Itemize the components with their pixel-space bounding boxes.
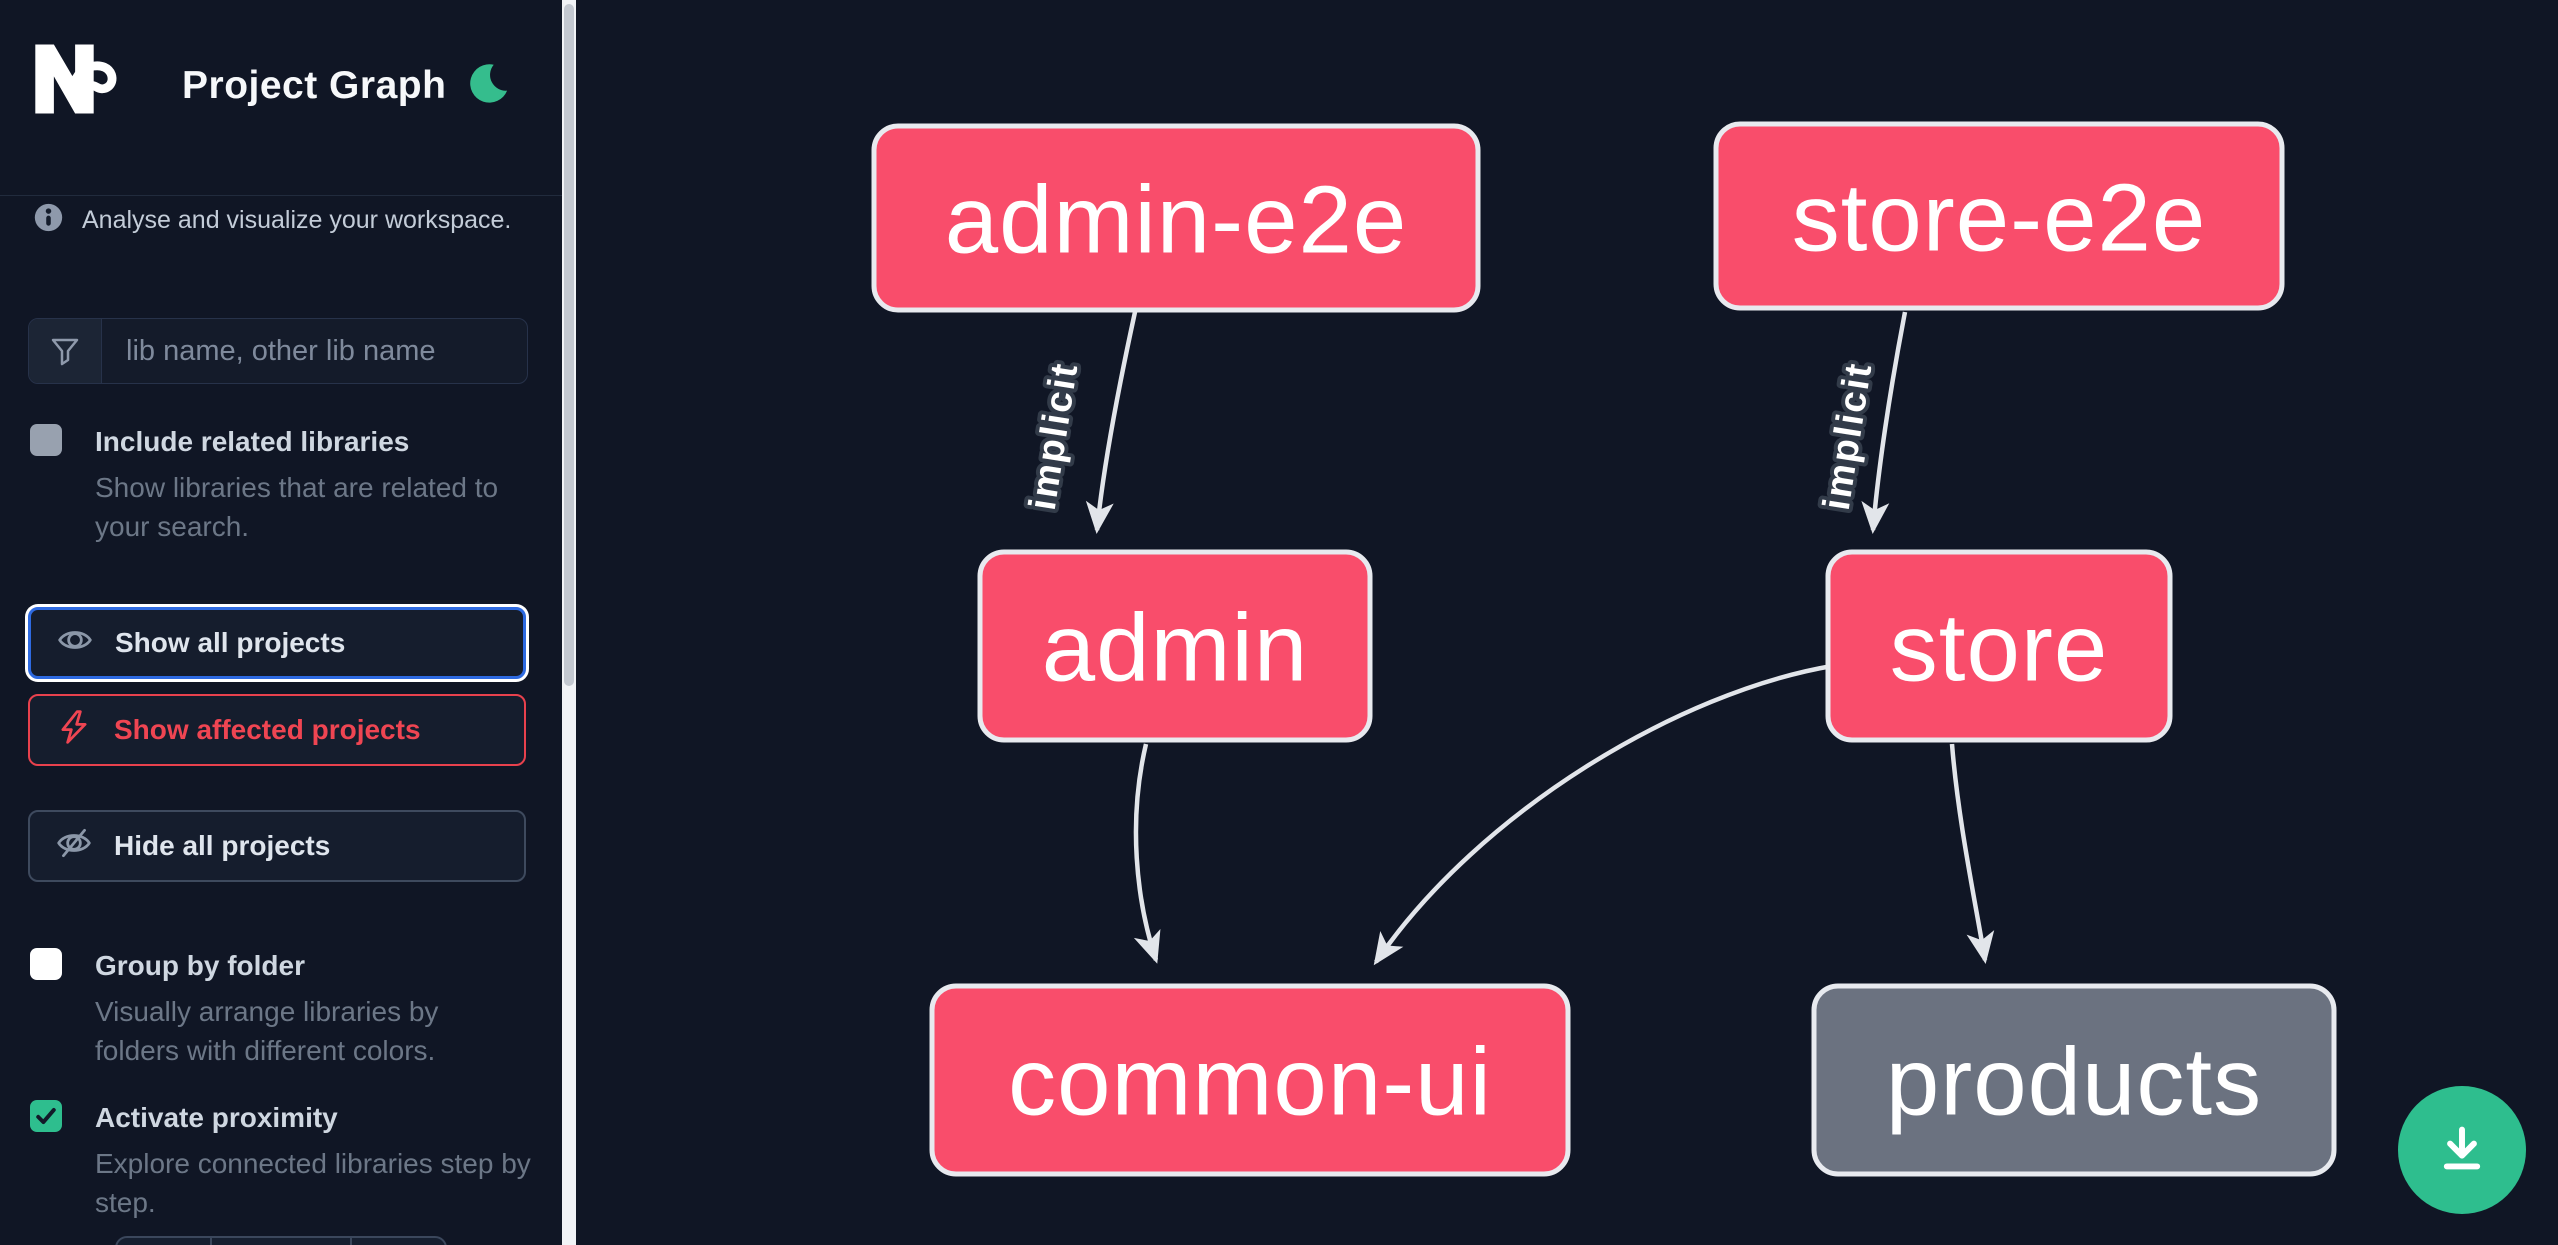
eye-off-icon bbox=[56, 825, 92, 868]
sidebar-scrollbar[interactable] bbox=[562, 0, 576, 1245]
info-icon bbox=[33, 202, 64, 238]
toggle-description: Visually arrange libraries by folders wi… bbox=[95, 996, 439, 1067]
stepper-decrement[interactable] bbox=[117, 1238, 210, 1245]
toggle-include-related: Include related libraries Show libraries… bbox=[30, 424, 530, 554]
graph-node-admin[interactable]: admin bbox=[977, 549, 1373, 743]
search-box bbox=[28, 318, 528, 384]
edge-label-implicit-right: implicit bbox=[1816, 359, 1881, 513]
eye-icon bbox=[57, 622, 93, 665]
download-icon bbox=[2436, 1122, 2488, 1179]
edge-admin-e2e-to-admin bbox=[1085, 311, 1138, 534]
bolt-icon bbox=[56, 709, 92, 752]
edge-store-e2e-to-store bbox=[1861, 311, 1908, 534]
hide-all-projects-button[interactable]: Hide all projects bbox=[28, 810, 526, 882]
graph-node-admin-e2e[interactable]: admin-e2e bbox=[871, 123, 1481, 313]
nx-logo-icon bbox=[30, 40, 122, 123]
svg-text:common-ui: common-ui bbox=[1008, 1029, 1492, 1136]
edge-admin-to-common-ui bbox=[1133, 743, 1161, 964]
button-label: Hide all projects bbox=[114, 830, 331, 861]
svg-text:store-e2e: store-e2e bbox=[1792, 165, 2207, 272]
svg-text:admin-e2e: admin-e2e bbox=[945, 167, 1408, 274]
stepper-value bbox=[210, 1238, 350, 1245]
search-input[interactable] bbox=[102, 319, 527, 383]
activate-proximity-checkbox[interactable] bbox=[30, 1100, 62, 1132]
graph-node-common-ui[interactable]: common-ui bbox=[929, 983, 1571, 1177]
svg-text:admin: admin bbox=[1042, 595, 1308, 702]
toggle-group-by-folder: Group by folder Visually arrange librari… bbox=[30, 948, 530, 1078]
filter-icon bbox=[29, 319, 102, 383]
scrollbar-thumb[interactable] bbox=[564, 4, 574, 686]
group-by-folder-checkbox[interactable] bbox=[30, 948, 62, 980]
edge-store-to-products bbox=[1949, 743, 1995, 964]
page-title: Project Graph bbox=[182, 64, 447, 107]
toggle-description: Explore connected libraries step by step… bbox=[95, 1148, 531, 1219]
toggle-label: Include related libraries bbox=[95, 426, 410, 457]
graph-node-products[interactable]: products bbox=[1811, 983, 2337, 1177]
sidebar: Project Graph Analyse and visualize your… bbox=[0, 0, 562, 1245]
stepper-increment[interactable] bbox=[350, 1238, 445, 1245]
graph-node-store-e2e[interactable]: store-e2e bbox=[1713, 121, 2285, 311]
svg-text:products: products bbox=[1886, 1029, 2262, 1136]
button-label: Show affected projects bbox=[114, 714, 421, 745]
toggle-description: Show libraries that are related to your … bbox=[95, 472, 499, 543]
show-all-projects-button[interactable]: Show all projects bbox=[28, 607, 526, 679]
intro-text: Analyse and visualize your workspace. bbox=[82, 205, 512, 234]
toggle-label: Activate proximity bbox=[95, 1102, 338, 1133]
graph-node-store[interactable]: store bbox=[1825, 549, 2173, 743]
svg-text:store: store bbox=[1890, 595, 2108, 702]
show-affected-projects-button[interactable]: Show affected projects bbox=[28, 694, 526, 766]
sidebar-header: Project Graph bbox=[0, 0, 562, 196]
workspace-intro: Analyse and visualize your workspace. bbox=[33, 202, 511, 238]
button-label: Show all projects bbox=[115, 627, 346, 658]
toggle-label: Group by folder bbox=[95, 950, 305, 981]
toggle-activate-proximity: Activate proximity Explore connected lib… bbox=[30, 1100, 531, 1230]
edge-store-to-common-ui bbox=[1373, 663, 1833, 966]
download-image-button[interactable] bbox=[2398, 1086, 2526, 1214]
proximity-depth-control-partial[interactable] bbox=[115, 1236, 447, 1245]
edge-label-implicit-left: implicit bbox=[1022, 359, 1087, 513]
include-related-checkbox[interactable] bbox=[30, 424, 62, 456]
moon-icon[interactable] bbox=[464, 60, 512, 108]
